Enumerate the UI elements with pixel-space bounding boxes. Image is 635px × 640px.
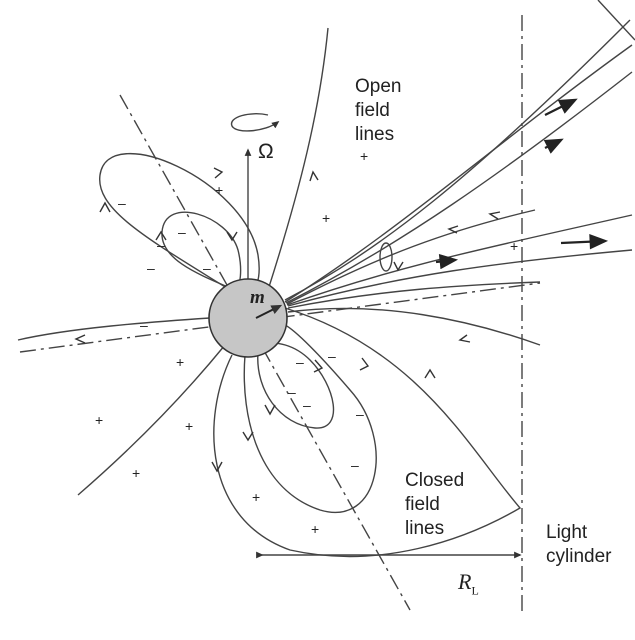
closed-loop-lower-inner [257, 342, 335, 429]
open-line-5 [286, 214, 633, 306]
plus-sign: + [252, 489, 261, 505]
open-line-6 [287, 249, 633, 307]
neutron-star [208, 278, 288, 358]
open-line-1 [284, 19, 631, 301]
closed-loop-upper-outer [99, 153, 260, 297]
top-right-corner-line [597, 0, 635, 41]
minus-sign: – [351, 457, 359, 473]
open-line-7 [287, 281, 541, 309]
plus-sign: + [510, 238, 519, 254]
plus-sign: + [95, 412, 104, 428]
minus-sign: – [118, 195, 126, 211]
minus-sign: – [303, 397, 311, 413]
plus-sign: + [311, 521, 320, 537]
closed-loop-lower-mid [243, 324, 377, 513]
closed-loop-lower-outer [213, 307, 522, 558]
closed-loop-upper-inner [161, 211, 242, 293]
minus-sign: – [147, 260, 155, 276]
light-cylinder-radius-label: RL [458, 569, 479, 598]
upper-open-line [267, 27, 329, 291]
open-line-4 [286, 209, 536, 305]
magnetic-moment-label: m [250, 287, 265, 308]
field-direction-arrows [74, 167, 501, 473]
plus-sign: + [322, 210, 331, 226]
closed-field-lines-label: Closed field lines [405, 470, 465, 539]
plus-sign: + [185, 418, 194, 434]
minus-sign: – [178, 224, 186, 240]
minus-sign: – [296, 354, 304, 370]
plus-sign: + [215, 182, 224, 198]
minus-sign: – [288, 384, 296, 400]
minus-sign: – [203, 260, 211, 276]
magnetic-moment-arrow [255, 304, 283, 319]
minus-sign: – [356, 406, 364, 422]
plus-sign: + [176, 354, 185, 370]
minus-sign: – [157, 237, 165, 253]
rotation-arrow [230, 113, 280, 132]
open-field-lines-label: Open field lines [355, 76, 402, 145]
open-line-8 [287, 307, 541, 346]
open-line-3 [285, 71, 633, 304]
omega-label: Ω [258, 140, 274, 163]
plus-sign: + [132, 465, 141, 481]
lower-left-field-line [77, 344, 226, 496]
light-cylinder-label: Light cylinder [546, 522, 612, 567]
minus-sign: – [328, 348, 336, 364]
left-field-line [17, 317, 211, 341]
open-line-2 [284, 44, 633, 303]
current-loop [379, 242, 393, 272]
plus-sign: + [360, 148, 369, 164]
outflow-arrows [435, 98, 609, 270]
minus-sign: – [140, 317, 148, 333]
